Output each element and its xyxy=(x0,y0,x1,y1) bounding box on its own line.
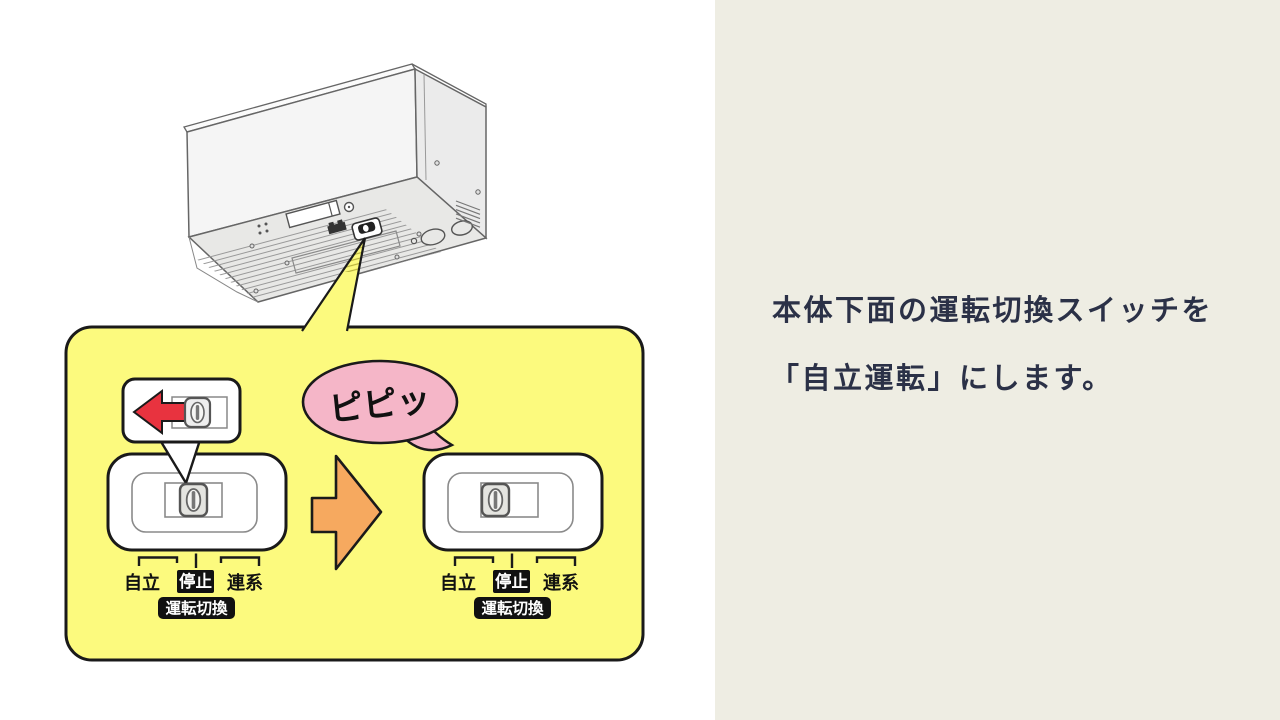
device-knockout-holes xyxy=(410,220,473,246)
device-connector xyxy=(327,219,347,235)
device-bottom-flange xyxy=(188,236,259,303)
device-indicator-dots xyxy=(257,222,269,235)
device-display-slot xyxy=(285,199,341,229)
switch-after-position-marks xyxy=(453,553,577,568)
switch-after-group: 自立 停止 連系 運転切換 xyxy=(422,452,604,619)
label-unten-kirikae: 運転切換 xyxy=(165,600,228,618)
switch-before-position-marks xyxy=(137,553,261,568)
run-switch-on-device xyxy=(351,217,383,241)
device-round-button xyxy=(343,201,355,213)
label-renkei: 連系 xyxy=(543,572,579,593)
label-teishi-box xyxy=(493,570,530,593)
inset-slide-instruction xyxy=(121,377,242,444)
label-unten-kirikae-box xyxy=(158,597,235,619)
instruction-illustration: 自立 停止 連系 運転切換 ピピッ xyxy=(64,63,645,662)
label-jiritsu: 自立 xyxy=(440,572,476,593)
device-screws xyxy=(249,160,481,294)
device-illustration xyxy=(183,63,488,303)
switch-before-group: 自立 停止 連系 運転切換 xyxy=(106,377,288,619)
label-jiritsu: 自立 xyxy=(124,572,160,593)
beep-bubble: ピピッ xyxy=(301,359,459,452)
label-unten-kirikae: 運転切換 xyxy=(481,600,544,618)
inset-knob xyxy=(183,396,212,429)
device-corner-bevel xyxy=(423,73,427,181)
label-teishi: 停止 xyxy=(179,571,212,591)
caption-line2: 「自立運転」にします。 xyxy=(770,363,1114,396)
label-teishi-box xyxy=(177,570,214,593)
orange-arrow-icon xyxy=(310,454,383,571)
device-top-right-edge xyxy=(411,63,487,107)
label-unten-kirikae-box xyxy=(474,597,551,619)
device-side-vents xyxy=(455,200,481,228)
label-teishi: 停止 xyxy=(495,571,528,591)
switch-after-knob xyxy=(480,482,511,518)
label-renkei: 連系 xyxy=(227,572,263,593)
callout-triangle xyxy=(301,237,367,332)
caption-line1: 本体下面の運転切換スイッチを xyxy=(772,295,1214,327)
caption-panel: 本体下面の運転切換スイッチを 「自立運転」にします。 xyxy=(715,0,1280,720)
switch-before-knob xyxy=(178,482,209,518)
